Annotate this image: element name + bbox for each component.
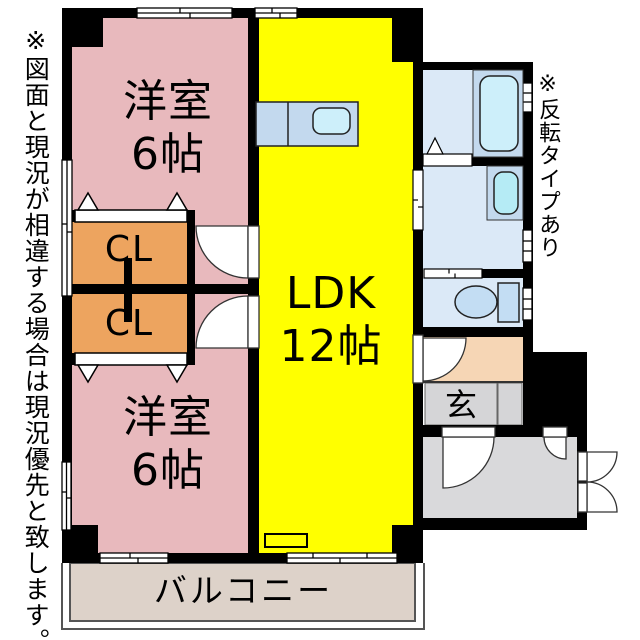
bedroom-top-size: 6帖 [131,128,205,180]
window-left-bedroom-top [61,159,73,297]
ldk-label: LDK 12帖 [251,268,411,374]
wall [62,8,423,18]
balcony-floor [69,562,416,622]
bathtub-icon [472,69,524,158]
wall [413,327,533,337]
bathroom-door-opening [422,153,473,167]
bedroom-top-door-leaf [247,225,260,279]
wall [62,353,75,365]
entrance-door-swing-top [586,451,618,483]
kitchen-counter-icon [255,101,359,147]
shoe-cabinet [497,382,523,426]
washroom-sliding-door [412,169,424,231]
wall [413,518,587,530]
ldk-name: LDK [285,268,377,319]
wall [248,8,259,226]
windows [61,7,533,564]
porch-door-swing [442,436,495,489]
window-balcony-bedroom [99,552,169,564]
mirrored-type-note: ※反転タイプあり [535,72,561,259]
bathroom-folding-door-icon [426,136,444,155]
wall-corner [62,8,103,47]
closet-fold-icon [76,364,100,384]
porch-door-leaf [441,426,496,438]
toilet-icon [454,282,520,323]
window-left-bedroom-bottom [61,461,72,531]
wall [413,62,423,170]
bedroom-bottom-door-swing [195,295,249,349]
window-bathroom [522,82,533,113]
hinged-doors [195,225,618,513]
wall-block [523,352,587,437]
wall [413,383,423,530]
genkan-step-line [422,381,523,383]
genkan-floor [424,382,498,426]
window-top-bedroom [136,7,233,19]
closet-fold-icon [165,364,189,384]
door-openings [412,136,483,279]
ldk-size: 12帖 [279,320,383,372]
bedroom-bottom-name: 洋室 [123,392,213,443]
bedroom-top-door-swing [195,225,249,279]
window-washroom [522,229,533,263]
closet-fold-icon [165,191,189,211]
wall [482,269,523,278]
wall-corner [392,8,423,62]
entrance-door-leaf-bottom [577,482,588,513]
bedroom-top-name: 洋室 [123,76,213,127]
wall [62,284,259,294]
balcony-railing [61,563,425,630]
entrance-door-swing-bottom [586,481,618,513]
entry-hall-door-leaf [412,334,424,384]
bedroom-bottom-door-leaf [247,295,260,349]
disclaimer-note: ※図面と現況が相違する場合は現況優先と致します。 [21,26,51,640]
porch-closet-door-swing [543,436,567,460]
wall-corner [62,525,98,563]
closet-bottom-door [74,352,188,366]
balcony-label: バルコニー [153,571,334,610]
bedroom-bottom-size: 6帖 [131,444,205,496]
closet-doors [74,191,189,384]
bedroom-bottom-label: 洋室 6帖 [88,392,248,498]
entry-hall-door-swing [422,337,467,382]
fixtures [255,69,524,548]
closet-top-label: CL [104,229,155,270]
closet-fold-icon [76,191,100,211]
genkan-label: 玄 [444,386,477,424]
window-balcony-ldk [286,552,398,564]
window-toilet [522,287,533,321]
toilet-sliding-door [423,268,483,279]
washbasin-icon [486,165,524,221]
wall [413,62,533,70]
ldk-counter-icon [264,533,308,548]
wall [413,230,423,335]
window-top-ldk [254,7,298,19]
entrance-door-leaf-top [577,451,588,482]
wall-stub [124,258,132,322]
closet-bottom-label: CL [104,303,155,344]
porch-closet-door-leaf [542,426,568,438]
closet-top-door [74,209,188,223]
wall [248,348,259,553]
wall [62,553,423,563]
bedroom-top-label: 洋室 6帖 [88,76,248,182]
wall [523,62,533,352]
kitchen-sink-icon [312,107,351,135]
